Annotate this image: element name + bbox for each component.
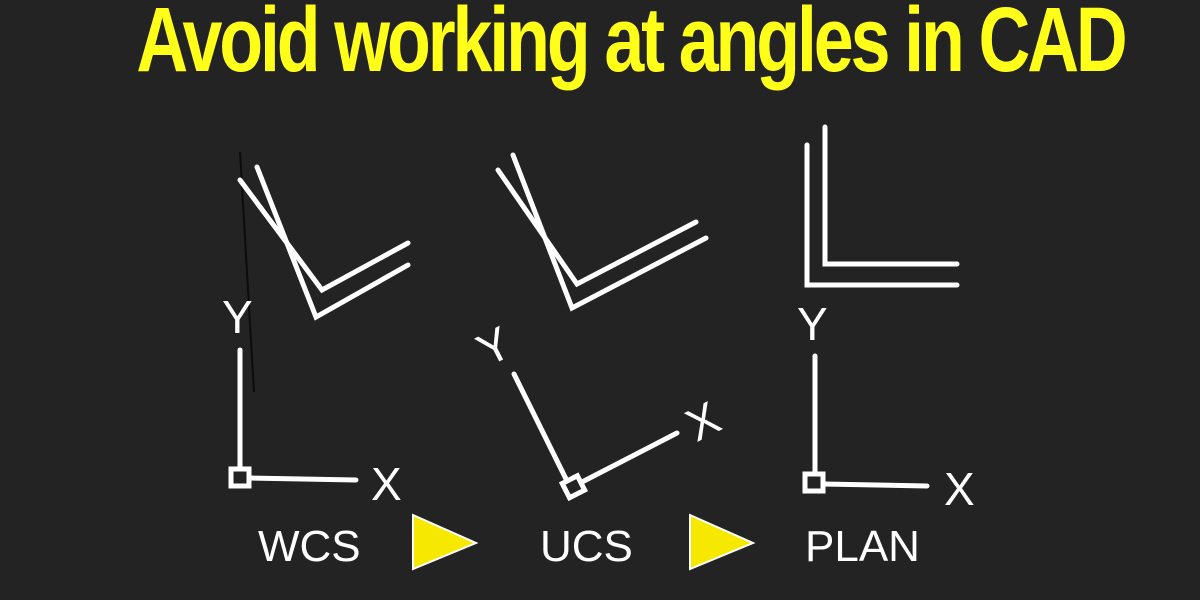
axis-x-label: X [944,463,975,515]
axis-y-label: Y [468,316,519,376]
stray-stroke [239,151,255,393]
wall-shape-rotated [237,164,411,321]
axis-x-label: X [371,458,402,510]
origin-box [228,466,252,489]
yellow-triangle-arrow-right-icon [412,513,479,571]
wall-shape-orthogonal [804,124,960,288]
wcs-label: WCS [258,522,361,571]
ucs-icon-plan [802,353,930,494]
ucs-label: UCS [540,522,633,571]
yellow-triangle-arrow-right-icon [689,513,756,571]
origin-box [558,472,589,502]
axis-y-label: Y [222,291,253,343]
origin-box [802,471,826,494]
wall-shape-rotated [495,152,709,312]
panel-wcs: Y X WCS [222,164,411,571]
page-title: Avoid working at angles in CAD [136,0,1127,91]
panel-ucs: Y X UCS [468,152,728,571]
axis-x-label: X [677,391,728,451]
plan-label: PLAN [805,522,920,571]
panel-plan: Y X PLAN [797,124,975,571]
axis-y-label: Y [797,298,828,350]
ucs-icon-rotated [511,371,680,502]
ucs-icon-wcs [228,347,359,489]
